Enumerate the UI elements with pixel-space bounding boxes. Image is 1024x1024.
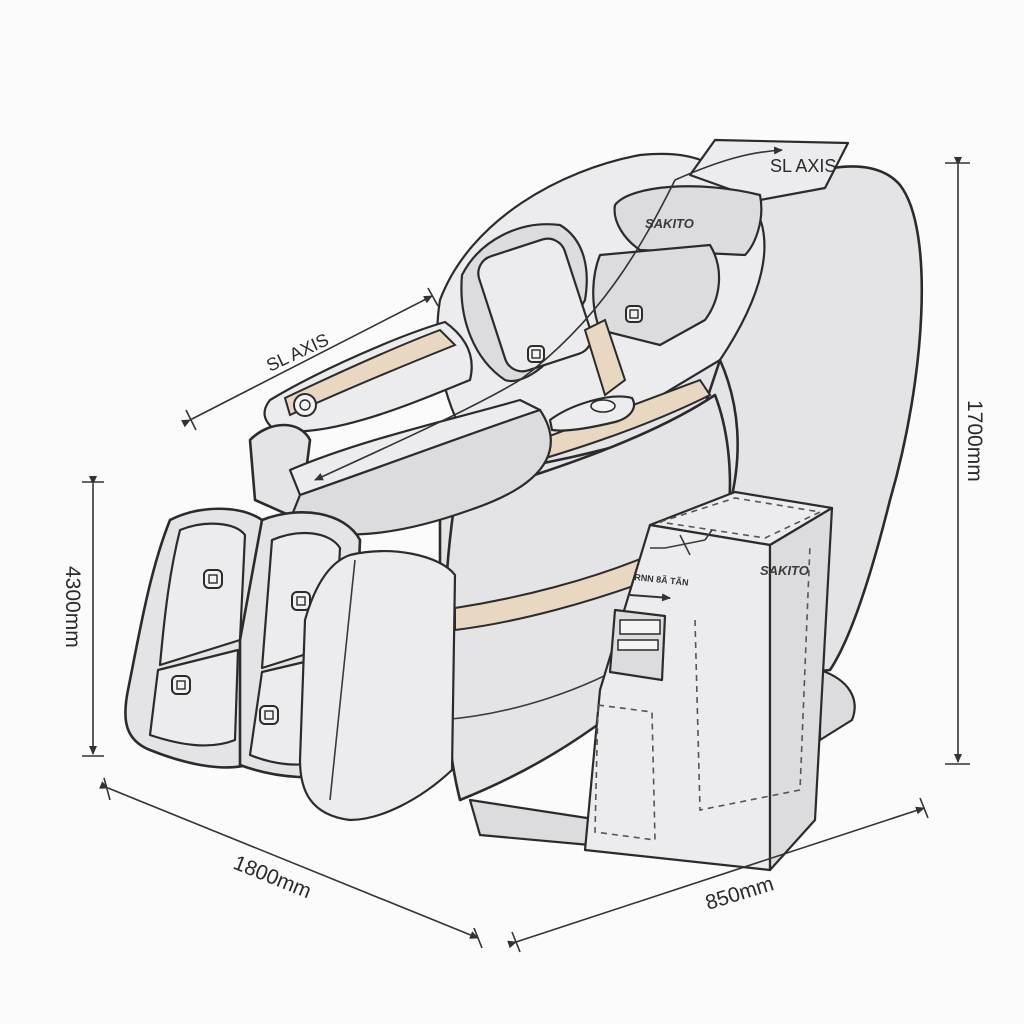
leg-height-dimension: 4300mm [61,476,104,757]
calf-knob-left [203,569,223,589]
cabinet-x-icon [650,529,713,556]
headrest-pillow [613,185,763,257]
leg-rest-side [298,549,457,822]
length-label: 1800mm [230,851,314,903]
shoulder-pad-left [477,237,593,373]
cabinet-arrow [629,593,671,602]
left-arm-knob[interactable] [293,393,317,417]
cabinet-brand: SAKITO [760,563,809,578]
calf-knob-right [291,591,311,611]
height-label: 1700mm [963,400,986,482]
left-upper-knob [527,345,545,363]
foot-knob-right [259,705,279,725]
foot-knob-left [171,675,191,695]
foot-well-left [148,648,240,747]
right-upper-knob [625,305,643,323]
leg-rest-left-inner [158,522,247,667]
seat-slope [288,408,552,536]
back-center-strip [583,318,627,397]
top-axis-arrow [674,146,783,181]
leg-height-label: 4300mm [61,566,84,648]
chair-base [468,798,602,847]
rear-base [818,668,856,742]
width-label: 850mm [703,872,777,914]
height-dimension: 1700mm [945,157,986,765]
length-dimension: 1800mm [99,777,483,949]
headrest-brand: SAKITO [645,216,694,231]
control-dial-right[interactable] [590,399,616,413]
top-axis-label: SL AXIS [770,156,836,176]
